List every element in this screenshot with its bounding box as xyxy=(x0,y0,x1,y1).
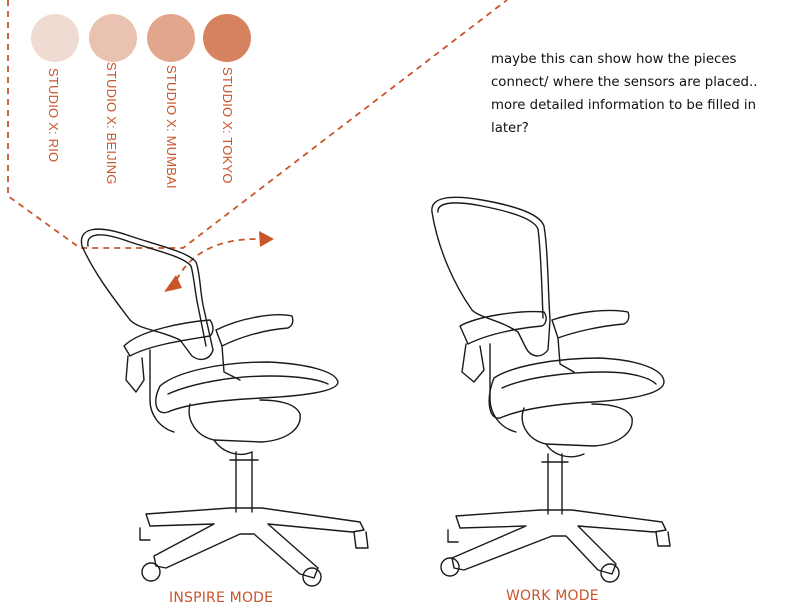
mode-label-inspire: INSPIRE MODE xyxy=(169,590,274,606)
annotation-note: maybe this can show how the pieces conne… xyxy=(491,52,758,136)
swatch-rio xyxy=(31,14,79,62)
swatch-tokyo xyxy=(203,14,251,62)
office-chair-icon-inspire xyxy=(80,228,369,587)
swatch-beijing xyxy=(89,14,137,62)
mode-label-work: WORK MODE xyxy=(506,588,599,604)
arrowhead-left-icon xyxy=(164,275,182,292)
arrowhead-right-icon xyxy=(259,231,274,247)
office-chair-icon-work xyxy=(431,196,671,583)
swatch-mumbai xyxy=(147,14,195,62)
